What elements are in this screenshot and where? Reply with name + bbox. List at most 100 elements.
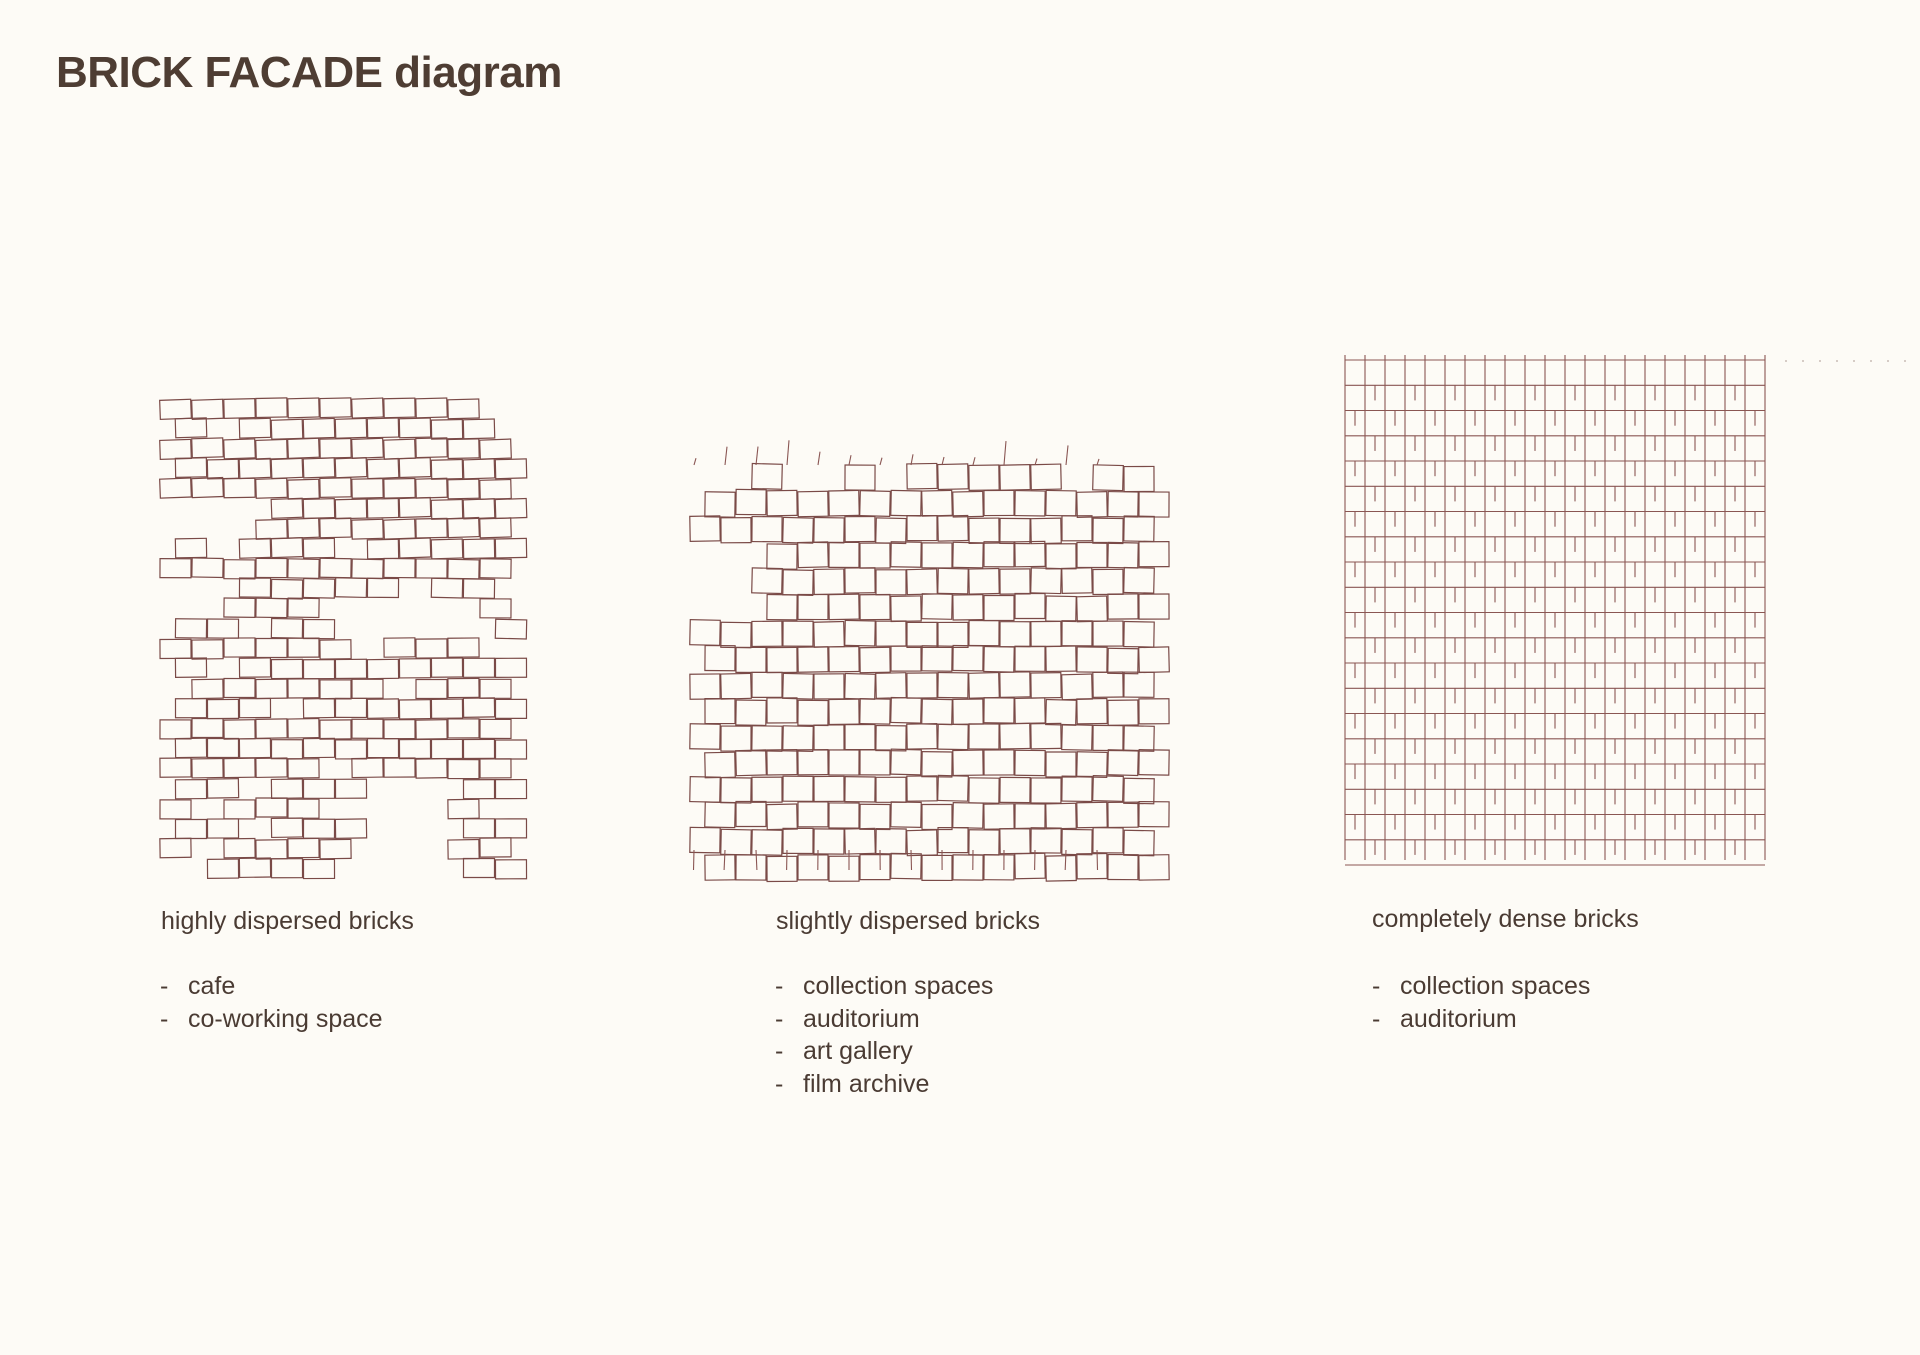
brick <box>206 698 240 720</box>
brick <box>366 737 400 759</box>
brick <box>302 858 336 880</box>
brick <box>1030 671 1062 699</box>
brick <box>921 751 953 778</box>
brick <box>828 593 860 621</box>
brick <box>191 639 224 660</box>
brick <box>1092 671 1124 699</box>
brick <box>191 717 224 739</box>
brick <box>430 498 464 520</box>
brick <box>1123 725 1155 752</box>
brick <box>223 477 256 499</box>
brick <box>797 490 829 518</box>
brick <box>1123 515 1155 543</box>
brick <box>223 559 256 580</box>
brick <box>782 569 814 596</box>
use-item: auditorium <box>775 1003 993 1036</box>
brick <box>875 620 907 647</box>
brick <box>415 558 448 579</box>
brick <box>782 775 814 803</box>
brick <box>174 417 208 439</box>
brick <box>766 697 798 724</box>
brick <box>859 542 891 569</box>
brick <box>828 855 860 882</box>
brick <box>890 541 922 568</box>
brick <box>383 477 416 499</box>
brick <box>968 619 1000 647</box>
brick <box>937 774 969 802</box>
use-item: cafe <box>160 970 383 1003</box>
brick <box>999 722 1031 750</box>
brick <box>255 397 288 419</box>
brick <box>494 859 528 880</box>
brick <box>366 497 400 519</box>
brick <box>1076 595 1108 623</box>
brick <box>319 838 352 860</box>
brick <box>906 621 938 649</box>
brick <box>1014 852 1046 880</box>
brick <box>983 541 1015 568</box>
brick <box>1030 463 1062 491</box>
brick <box>689 723 721 750</box>
brick <box>937 514 969 542</box>
brick <box>302 818 336 839</box>
brick <box>1030 517 1062 545</box>
brick <box>462 657 496 678</box>
brick <box>782 620 814 647</box>
brick <box>238 857 272 879</box>
brick <box>720 621 752 649</box>
brick <box>351 757 384 779</box>
brick <box>191 757 224 779</box>
brick <box>968 567 1000 595</box>
brick <box>270 418 304 440</box>
brick <box>447 677 480 699</box>
brick <box>720 725 752 752</box>
brick <box>937 567 969 595</box>
brick <box>351 678 384 699</box>
brick <box>447 718 480 739</box>
brick <box>751 671 783 699</box>
brick <box>383 757 416 778</box>
panel-caption: completely dense bricks <box>1372 905 1639 933</box>
brick <box>479 517 512 539</box>
brick <box>1138 593 1170 620</box>
brick <box>859 803 891 831</box>
brick <box>415 517 448 539</box>
brick <box>983 854 1015 881</box>
brick <box>844 619 876 647</box>
brick <box>159 837 192 859</box>
brick <box>766 543 798 570</box>
brick <box>462 538 496 560</box>
brick <box>875 724 907 752</box>
grid-line <box>1034 458 1038 466</box>
brick <box>1076 801 1108 829</box>
brick <box>334 457 368 479</box>
brick <box>415 758 448 779</box>
brick <box>751 829 783 856</box>
brick <box>1076 491 1108 518</box>
brick <box>983 489 1015 517</box>
brick <box>430 418 464 440</box>
brick <box>1138 854 1170 881</box>
brick <box>813 724 845 751</box>
brick <box>751 776 783 803</box>
brick <box>238 657 272 678</box>
brick <box>1045 751 1077 778</box>
brick <box>302 778 336 799</box>
brick <box>720 672 752 700</box>
brick <box>223 438 256 460</box>
brick <box>447 438 480 460</box>
brick <box>223 397 256 420</box>
brick <box>302 537 336 559</box>
brick <box>366 698 400 719</box>
brick <box>447 478 480 500</box>
brick <box>398 658 432 679</box>
brick <box>398 698 432 720</box>
brick <box>270 778 304 800</box>
grid-line <box>755 446 759 466</box>
brick <box>751 515 783 543</box>
brick <box>921 645 953 672</box>
brick <box>159 438 192 461</box>
brick <box>206 458 240 480</box>
brick <box>334 577 368 599</box>
brick <box>255 477 288 499</box>
